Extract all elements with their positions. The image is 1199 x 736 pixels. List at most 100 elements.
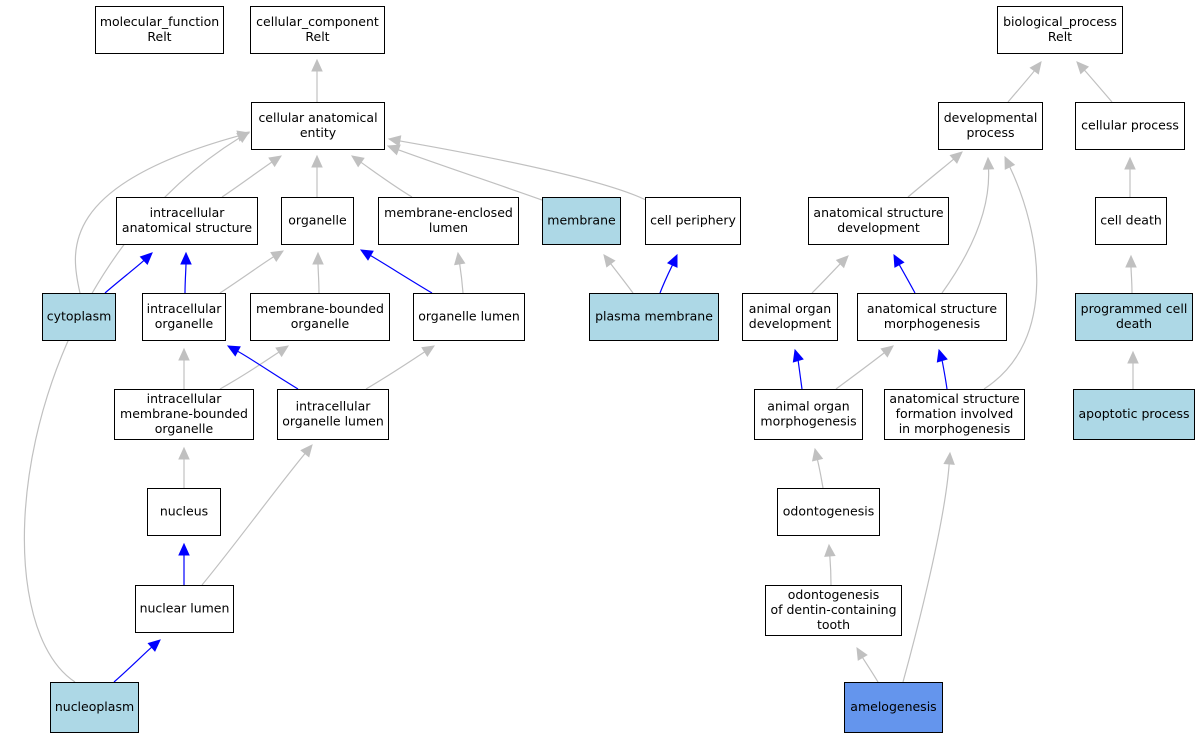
- node-box: [857, 293, 1007, 341]
- node-label-line: apoptotic process: [1079, 406, 1190, 421]
- edge-line: [1007, 70, 1035, 103]
- node-cytoplasm[interactable]: cytoplasm: [42, 293, 116, 341]
- node-nucleus[interactable]: nucleus: [147, 488, 221, 536]
- node-cell-periphery[interactable]: cell periphery: [645, 197, 741, 245]
- node-label-line: morphogenesis: [884, 316, 980, 331]
- node-box: [1075, 102, 1185, 150]
- node-nuclear-lumen[interactable]: nuclear lumen: [135, 585, 234, 633]
- edge-arrowhead: [268, 155, 283, 168]
- edge-arrowhead: [936, 348, 948, 363]
- node-label-line: nucleoplasm: [55, 699, 134, 714]
- edge-membrane-bounded-organelle-to-organelle: [312, 251, 324, 294]
- node-label-line: amelogenesis: [850, 699, 936, 714]
- node-box: [42, 293, 116, 341]
- edge-arrowhead: [811, 447, 824, 462]
- edge-intracellular-organelle-to-organelle: [219, 250, 285, 294]
- node-box: [95, 6, 224, 54]
- node-amelogenesis[interactable]: amelogenesis: [844, 682, 943, 733]
- edge-line: [1083, 69, 1113, 103]
- node-box: [50, 682, 139, 733]
- edge-line: [898, 264, 916, 294]
- edge-amelogenesis-to-anatomical-structure-formation: [902, 451, 955, 683]
- node-label-line: organelle lumen: [418, 309, 520, 324]
- node-box: [116, 197, 258, 245]
- node-box: [997, 6, 1123, 54]
- edge-line: [219, 256, 274, 294]
- edge-arrowhead: [949, 151, 963, 164]
- edge-arrowhead: [1125, 254, 1137, 268]
- node-cell-death[interactable]: cell death: [1095, 197, 1167, 245]
- edge-line: [862, 657, 879, 683]
- edge-line: [74, 135, 239, 294]
- node-label-line: in morphogenesis: [899, 421, 1011, 436]
- edge-intracellular-membrane-bounded-organelle-to-intracellular-organelle: [178, 347, 190, 389]
- node-cellular-process[interactable]: cellular process: [1075, 102, 1185, 150]
- node-odontogenesis[interactable]: odontogenesis: [777, 488, 880, 536]
- node-label-line: cytoplasm: [47, 309, 112, 324]
- edge-membrane-enclosed-lumen-to-cellular-anatomical-entity: [351, 155, 413, 198]
- edge-arrowhead: [1004, 155, 1016, 170]
- edge-anatomical-structure-morphogenesis-to-developmental-process: [941, 156, 995, 294]
- node-label-line: membrane-bounded: [120, 406, 248, 421]
- edge-line: [360, 161, 413, 198]
- edge-nucleoplasm-to-nuclear-lumen: [113, 639, 161, 683]
- node-label-line: development: [749, 316, 832, 331]
- node-label-line: Relt: [147, 29, 171, 44]
- node-label-line: anatomical structure: [867, 301, 997, 316]
- node-label-line: membrane-bounded: [256, 301, 384, 316]
- edge-intracellular-organelle-to-intracellular-anatomical-structure: [180, 251, 192, 294]
- edge-plasma-membrane-to-membrane: [603, 254, 634, 294]
- node-apoptotic-process[interactable]: apoptotic process: [1073, 389, 1195, 440]
- edge-odontogenesis-to-animal-organ-morphogenesis: [811, 447, 824, 489]
- edge-arrowhead: [178, 542, 190, 556]
- node-organelle-lumen[interactable]: organelle lumen: [413, 293, 525, 341]
- edge-line: [399, 140, 647, 201]
- edge-anatomical-structure-formation-to-anatomical-structure-morphogenesis: [936, 348, 948, 390]
- node-label-line: cell death: [1100, 213, 1162, 228]
- edge-nuclear-lumen-to-intracellular-organelle-lumen: [201, 444, 313, 586]
- edge-arrowhead: [1124, 156, 1136, 170]
- edge-line: [237, 350, 299, 390]
- edge-organelle-lumen-to-membrane-enclosed-lumen: [454, 251, 466, 294]
- edge-line: [797, 359, 803, 390]
- node-label-line: animal organ: [767, 399, 849, 414]
- edge-line: [835, 352, 885, 390]
- edge-cell-periphery-to-cellular-anatomical-entity: [387, 135, 647, 201]
- edge-animal-organ-morphogenesis-to-animal-organ-development: [792, 348, 804, 390]
- node-nucleoplasm[interactable]: nucleoplasm: [50, 682, 139, 733]
- edge-arrowhead: [1076, 61, 1090, 75]
- node-label-line: plasma membrane: [595, 309, 713, 324]
- node-label-line: of dentin-containing: [770, 602, 896, 617]
- edge-arrowhead: [421, 345, 436, 358]
- edge-arrowhead: [835, 255, 849, 269]
- node-label-line: developmental: [944, 110, 1038, 125]
- node-plasma-membrane[interactable]: plasma membrane: [589, 293, 719, 341]
- node-membrane[interactable]: membrane: [542, 197, 621, 245]
- edge-arrowhead: [236, 131, 251, 143]
- edge-line: [816, 459, 824, 489]
- edge-plasma-membrane-to-cell-periphery: [659, 253, 678, 294]
- node-organelle[interactable]: organelle: [281, 197, 354, 245]
- node-label-line: cellular anatomical: [258, 110, 377, 125]
- node-box: [765, 585, 902, 636]
